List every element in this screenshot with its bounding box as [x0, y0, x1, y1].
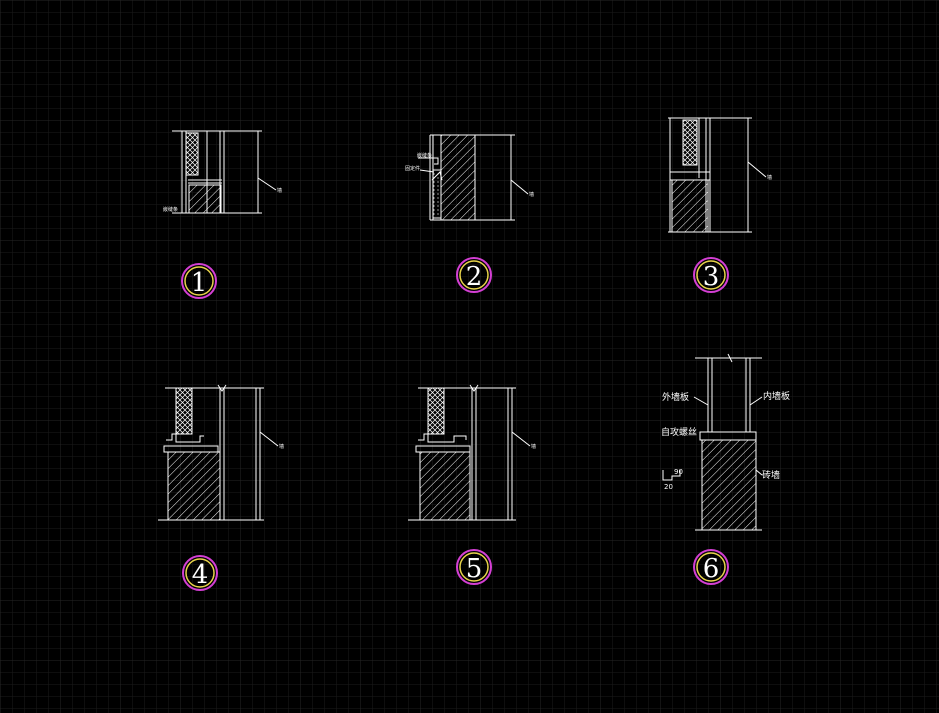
detail-5-drawing: 墙	[408, 384, 536, 521]
detail-1-badge: 1	[181, 263, 217, 299]
detail-2-drawing: 嵌缝条 固定件 墙	[405, 134, 534, 221]
svg-text:墙: 墙	[279, 443, 284, 450]
detail-3-badge: 3	[693, 257, 729, 293]
detail-4-number: 4	[192, 560, 209, 590]
svg-text:墙: 墙	[277, 187, 282, 194]
detail-4-badge: 4	[182, 555, 218, 591]
detail-2-number: 2	[466, 262, 483, 292]
svg-text:墙: 墙	[529, 191, 534, 198]
outer-panel-label: 外墙板	[662, 391, 689, 403]
detail-6-number: 6	[703, 554, 720, 584]
detail-5-number: 5	[466, 554, 483, 584]
detail-1-drawing: 嵌缝条 墙	[163, 130, 282, 214]
svg-text:嵌缝条: 嵌缝条	[163, 206, 178, 213]
dim-90-label: 90	[674, 468, 683, 476]
detail-1-number: 1	[191, 268, 208, 298]
svg-text:固定件: 固定件	[405, 165, 420, 172]
detail-5-badge: 5	[456, 549, 492, 585]
detail-3-number: 3	[703, 262, 720, 292]
svg-text:墙: 墙	[767, 174, 772, 181]
inner-panel-label: 内墙板	[763, 390, 790, 402]
detail-3-drawing: 墙	[668, 117, 772, 233]
screw-label: 自攻螺丝	[661, 426, 697, 438]
detail-2-badge: 2	[456, 257, 492, 293]
detail-6-drawing: 外墙板 内墙板 自攻螺丝 砖墙 90 20	[661, 353, 790, 531]
detail-4-drawing: 墙	[158, 384, 284, 521]
dim-20-label: 20	[664, 483, 673, 491]
wall-label: 砖墙	[762, 469, 780, 481]
detail-6-badge: 6	[693, 549, 729, 585]
svg-text:嵌缝条: 嵌缝条	[417, 152, 432, 159]
svg-text:墙: 墙	[531, 443, 536, 450]
